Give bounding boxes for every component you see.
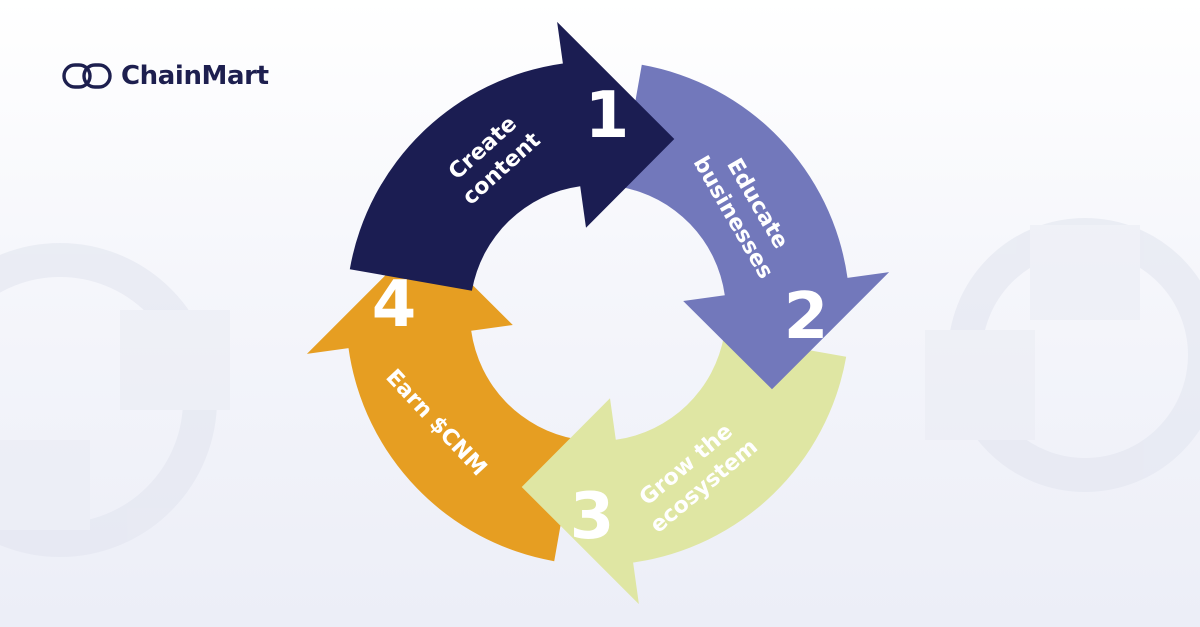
step-2-number: 2	[784, 280, 829, 354]
cycle-arrows	[306, 21, 890, 605]
arrow-step-2	[620, 64, 890, 390]
step-1-number: 1	[585, 79, 630, 153]
step-3-number: 3	[570, 480, 615, 554]
arrow-step-4	[306, 236, 576, 562]
background-decoration	[0, 218, 1200, 557]
arrow-step-1	[349, 21, 675, 291]
brand-name: ChainMart	[121, 61, 269, 91]
arrow-step-3	[521, 335, 847, 605]
brand-logo[interactable]: ChainMart	[62, 58, 269, 94]
chain-link-icon	[62, 63, 112, 89]
step-4-number: 4	[372, 268, 417, 342]
